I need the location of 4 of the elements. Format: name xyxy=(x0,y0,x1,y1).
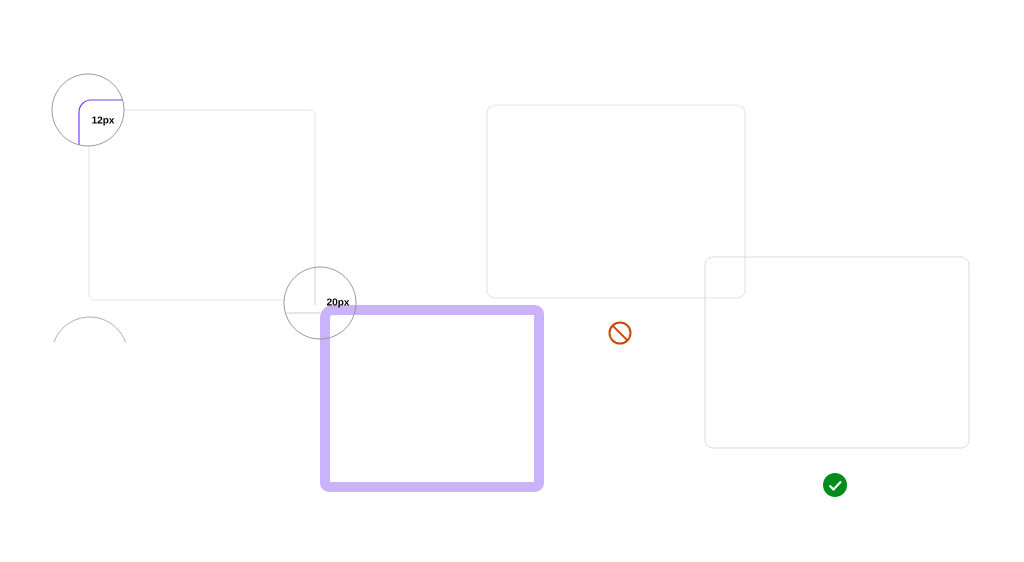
node-label: 12px xyxy=(92,116,115,126)
card-outline xyxy=(704,256,970,449)
card-outline xyxy=(486,104,746,299)
node-label: 20px xyxy=(326,298,350,308)
